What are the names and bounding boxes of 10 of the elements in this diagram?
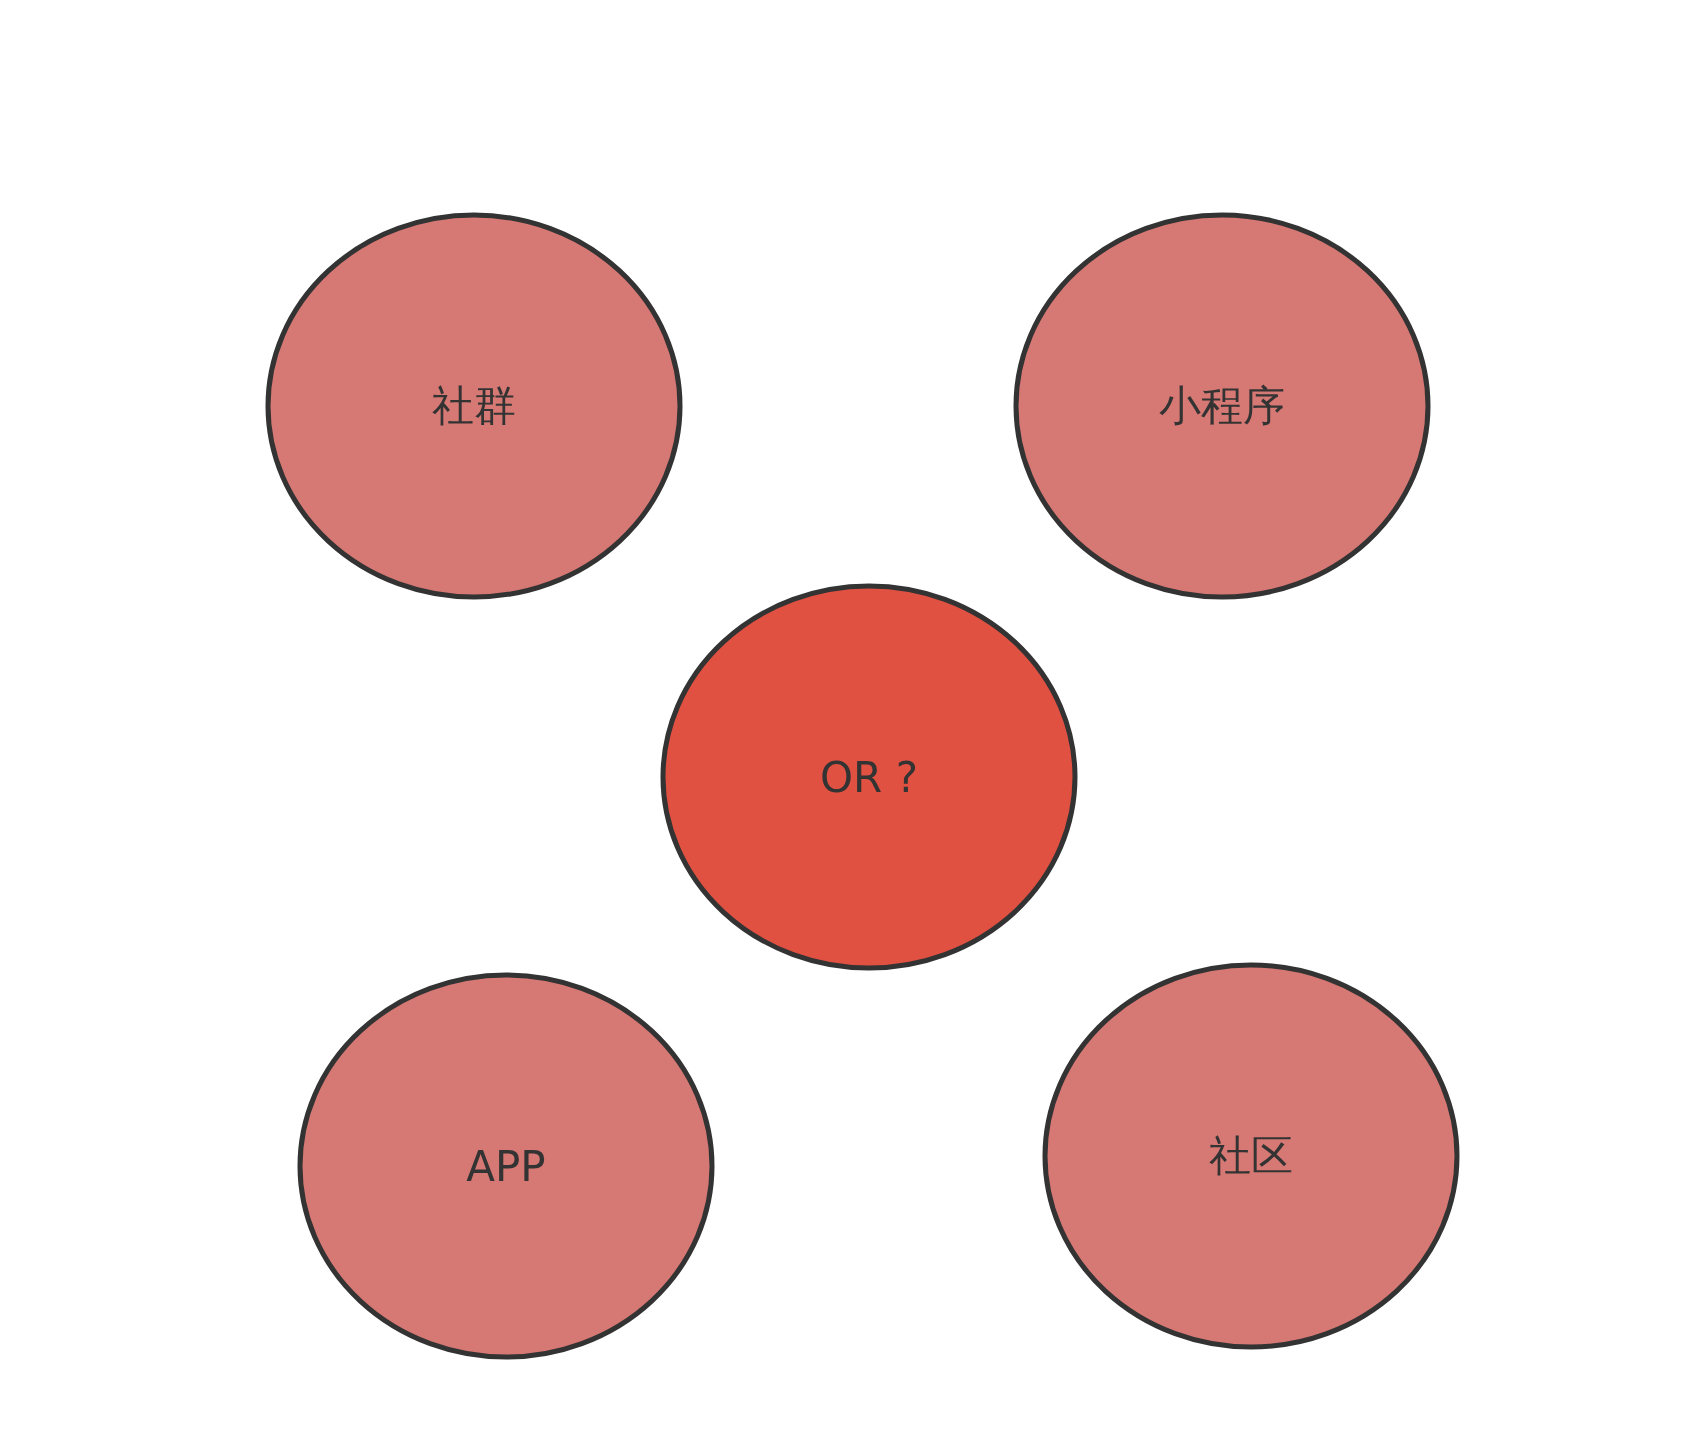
circle-node xyxy=(1013,212,1431,600)
node-text: APP xyxy=(466,1141,546,1191)
node-text: 社群 xyxy=(432,380,516,432)
node-text: 小程序 xyxy=(1159,380,1285,432)
circle-node xyxy=(297,972,715,1360)
circle-node xyxy=(1042,962,1460,1350)
node-text: 社区 xyxy=(1209,1130,1293,1182)
circle-node xyxy=(660,583,1078,971)
circle-node xyxy=(265,212,683,600)
node-text: OR ? xyxy=(820,752,918,802)
